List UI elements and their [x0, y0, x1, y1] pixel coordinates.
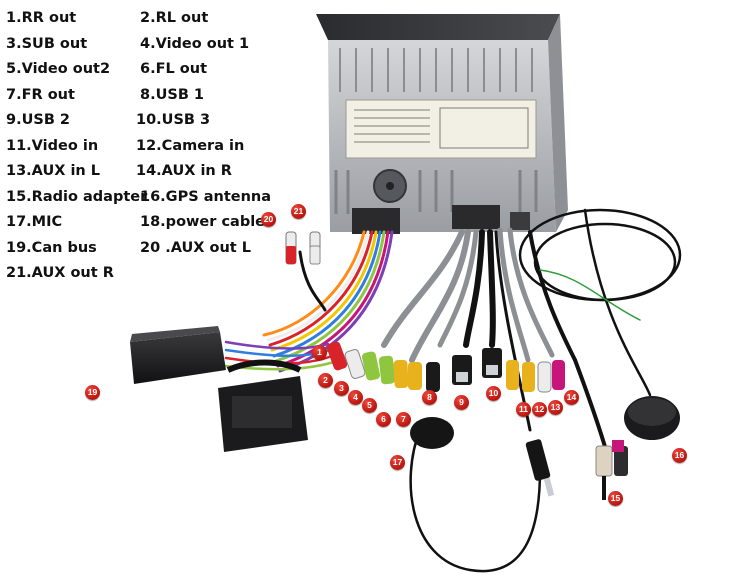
legend-item: 10.USB 3: [136, 112, 211, 128]
cable-harness: [224, 208, 682, 573]
legend-item: 13.AUX in L: [6, 163, 101, 179]
legend-item: 7.FR out: [6, 87, 75, 103]
legend-item: 3.SUB out: [6, 36, 88, 52]
legend-item: 5.Video out2: [6, 61, 111, 77]
callout-badge: 21: [291, 204, 306, 219]
callout-badge: 1: [312, 345, 327, 360]
callout-badge: 14: [564, 390, 579, 405]
legend-item: 17.MIC: [6, 214, 63, 230]
legend-item: 15.Radio adapter: [6, 189, 148, 205]
radio-adapter: [595, 440, 628, 500]
callout-badge: 6: [376, 412, 391, 427]
power-connector: [218, 359, 308, 452]
callout-badge: 19: [85, 385, 100, 400]
legend-item: 21.AUX out R: [6, 265, 114, 281]
legend-item: 18.power cable: [140, 214, 266, 230]
legend-item: 14.AUX in R: [136, 163, 232, 179]
callout-badge: 9: [454, 395, 469, 410]
aux-jack: [525, 439, 555, 497]
microphone: [410, 417, 454, 449]
callout-badge: 5: [362, 398, 377, 413]
rca-plugs: [326, 341, 565, 393]
callout-badge: 10: [486, 386, 501, 401]
can-bus-box: [130, 326, 226, 384]
legend-item: 19.Can bus: [6, 240, 97, 256]
callout-badge: 4: [348, 390, 363, 405]
callout-badge: 2: [318, 373, 333, 388]
callout-badge: 3: [334, 381, 349, 396]
legend-item: 2.RL out: [140, 10, 209, 26]
aux-out-connectors: [285, 231, 321, 265]
callout-badge: 15: [608, 491, 623, 506]
legend-item: 11.Video in: [6, 138, 99, 154]
legend-item: 16.GPS antenna: [140, 189, 272, 205]
legend-item: 9.USB 2: [6, 112, 71, 128]
legend-item: 4.Video out 1: [140, 36, 250, 52]
legend-item: 6.FL out: [140, 61, 208, 77]
head-unit: [316, 14, 568, 234]
legend-item: 8.USB 1: [140, 87, 205, 103]
callout-badge: 17: [390, 455, 405, 470]
callout-badge: 16: [672, 448, 687, 463]
callout-badge: 8: [422, 390, 437, 405]
callout-badge: 13: [548, 400, 563, 415]
legend-item: 1.RR out: [6, 10, 77, 26]
spec-label: [345, 99, 537, 159]
gps-antenna: [624, 396, 680, 440]
callout-badge: 7: [396, 412, 411, 427]
legend-item: 12.Camera in: [136, 138, 245, 154]
legend-item: 20 .AUX out L: [140, 240, 252, 256]
callout-badge: 12: [532, 402, 547, 417]
callout-badge: 20: [261, 212, 276, 227]
callout-badge: 11: [516, 402, 531, 417]
